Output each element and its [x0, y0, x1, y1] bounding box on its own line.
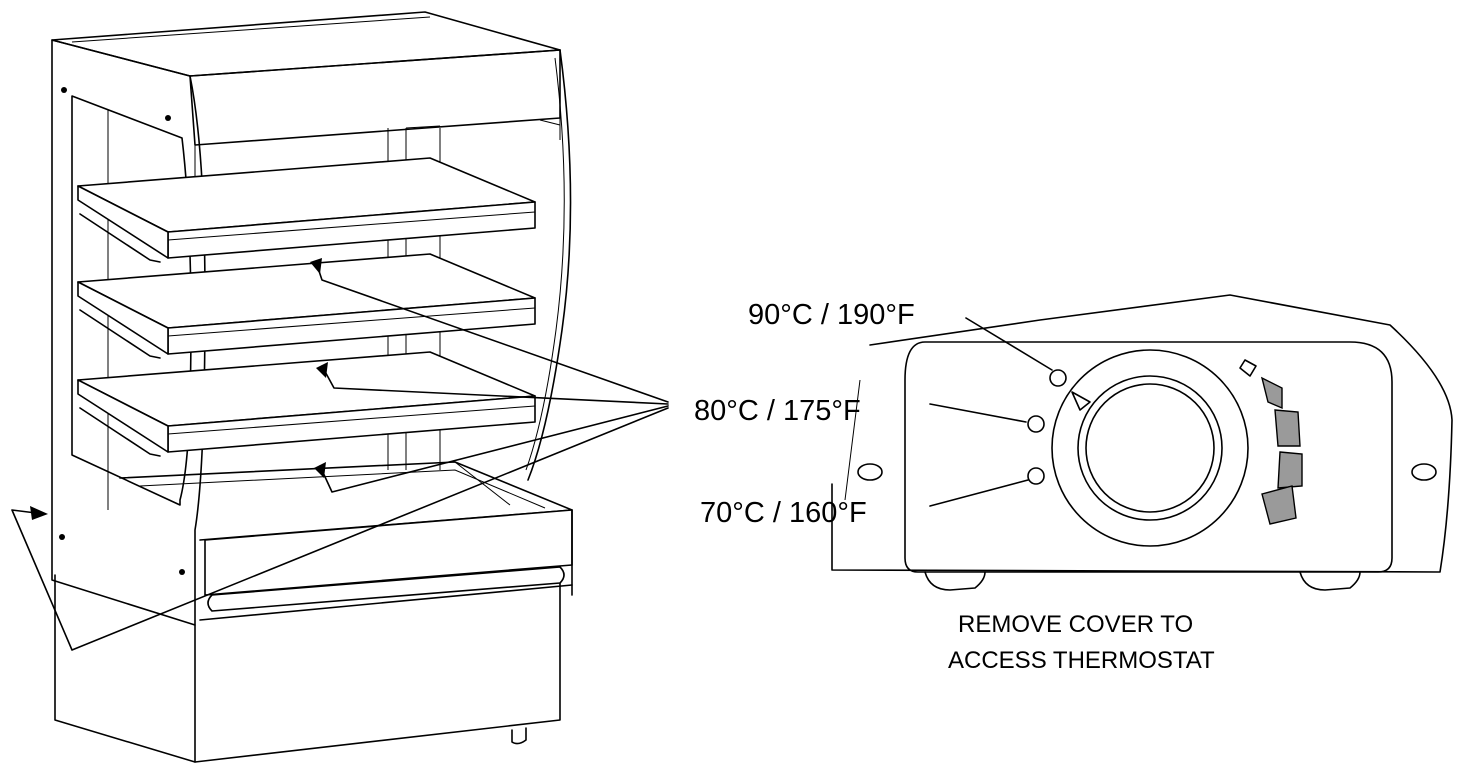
housing-foot	[924, 571, 986, 591]
setting-dot-high	[1049, 369, 1067, 387]
housing-foot	[1299, 571, 1361, 591]
rivet	[59, 534, 65, 540]
display-case-illustration	[11, 11, 669, 763]
setting-dot-mid	[1027, 415, 1045, 433]
caption-line-1: REMOVE COVER TO	[958, 611, 1193, 638]
canopy-front	[189, 49, 561, 146]
rivet	[165, 115, 171, 121]
caption-line-2: ACCESS THERMOSTAT	[948, 647, 1215, 674]
leader-low	[929, 479, 1029, 507]
leader-high	[965, 317, 1053, 371]
thermostat-housing	[831, 294, 1453, 573]
label-setting-mid: 80°C / 175°F	[694, 395, 861, 427]
leader-mid	[929, 403, 1027, 423]
knob-pointer	[1071, 391, 1091, 411]
rivet	[61, 87, 67, 93]
label-setting-low: 70°C / 160°F	[700, 497, 867, 529]
top-cover	[51, 11, 561, 77]
level-indicator	[1239, 359, 1303, 525]
knob-inner-ring	[1085, 383, 1215, 513]
label-setting-high: 90°C / 190°F	[748, 299, 915, 331]
thermostat-knob	[1077, 375, 1223, 521]
setting-dot-low	[1027, 467, 1045, 485]
thermostat-detail	[831, 294, 1453, 591]
thermostat-cover	[904, 341, 1393, 573]
rivet	[179, 569, 185, 575]
shelf-bottom	[77, 351, 536, 457]
mounting-hole	[1411, 463, 1437, 481]
base-foot	[511, 727, 527, 745]
shelf-pointer-arrows	[11, 258, 669, 651]
shelf-middle	[77, 253, 536, 359]
mounting-hole	[857, 463, 883, 481]
shelf-top	[77, 157, 536, 263]
dial-bezel	[1051, 349, 1249, 547]
bumper-bar	[207, 566, 565, 612]
